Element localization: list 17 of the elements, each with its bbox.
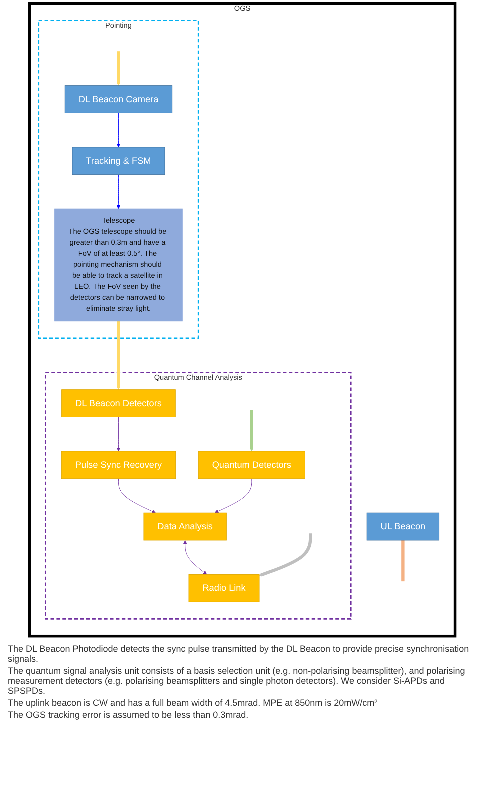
arrow bbox=[116, 52, 121, 86]
node-box: DL Beacon Camera bbox=[64, 86, 173, 114]
node-box: UL Beacon bbox=[366, 512, 440, 541]
arrow bbox=[116, 321, 121, 390]
arrow bbox=[250, 410, 254, 452]
node-box: Pulse Sync Recovery bbox=[61, 451, 176, 480]
note-text: The uplink beacon is CW and has a full beam width of 4.5mrad. MPE at 850nm is 20mW/cm² bbox=[8, 698, 379, 708]
node-box: Data Analysis bbox=[144, 512, 227, 541]
node-box: DL Beacon Detectors bbox=[62, 390, 176, 418]
node-box: Tracking & FSM bbox=[72, 147, 166, 176]
note-text: The DL Beacon Photodiode detects the sync pulse transmitted by the DL Beacon to provide precise synchronisation signals. bbox=[8, 644, 470, 664]
arrow bbox=[259, 534, 312, 577]
note-text: The OGS tracking error is assumed to be less than 0.3mrad. bbox=[8, 710, 250, 720]
connector bbox=[402, 540, 405, 582]
node-box: Radio Link bbox=[188, 574, 260, 602]
note-text: The quantum signal analysis unit consists of a basis selection unit (e.g. non-polarising beamsplitter), and polarising measurement detectors (e.g. polarising beamsplitters and single photon detectors). We consider Si-APDs and SPSPDs. bbox=[8, 666, 466, 696]
node-box: Quantum Detectors bbox=[198, 451, 306, 480]
